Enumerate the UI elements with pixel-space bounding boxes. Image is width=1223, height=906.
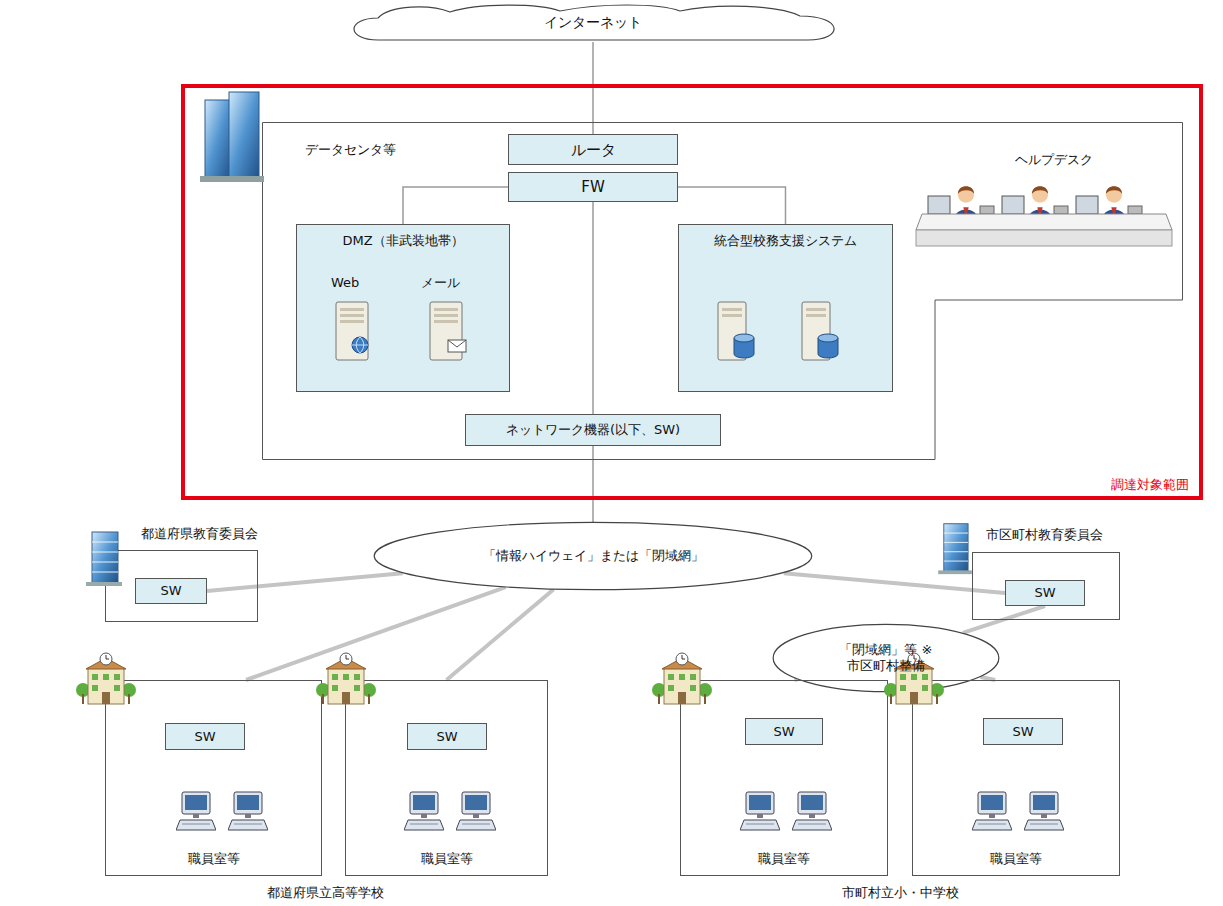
office-building-icon: [86, 532, 122, 586]
switch-box: SW: [1005, 580, 1085, 606]
node-label: 調達対象範囲: [1111, 477, 1189, 493]
pc-icon: [740, 792, 780, 830]
node-label: Web: [331, 275, 359, 291]
network-ellipse: 「閉域網」等 ※市区町村整備: [772, 624, 1000, 692]
node-label: インターネット: [544, 14, 642, 31]
network-switch-box: ネットワーク機器(以下、SW): [465, 414, 721, 446]
node-label: データセンタ等: [305, 142, 396, 158]
node-label: 都道府県教育委員会: [141, 526, 258, 542]
node-label: 「閉域網」等 ※市区町村整備: [826, 642, 946, 673]
node-label: ネットワーク機器(以下、SW): [506, 422, 680, 438]
mail-server-icon: [430, 302, 466, 360]
pc-icon: [792, 792, 832, 830]
node-label: 職員室等: [681, 851, 887, 867]
system-box: 統合型校務支援システム: [678, 224, 893, 392]
node-label: 「情報ハイウェイ」または「閉域網」: [483, 548, 704, 564]
network-ellipse: 「情報ハイウェイ」または「閉域網」: [372, 522, 814, 590]
web-server-icon: [336, 302, 368, 360]
dmz-box: DMZ（非武装地帯） Web メール: [296, 224, 510, 392]
group-caption: 都道府県立高等学校: [267, 884, 384, 902]
school-box: SW 職員室等: [680, 680, 888, 876]
school-icon: [316, 653, 376, 704]
network-line: [403, 187, 508, 224]
node-label: SW: [773, 724, 794, 740]
board-office-box: SW市区町村教育委員会: [972, 552, 1120, 620]
network-line: [447, 589, 554, 680]
node-label: SW: [1034, 585, 1055, 601]
network-line: [592, 202, 594, 414]
node-label: ルータ: [571, 141, 616, 159]
router-box: ルータ: [508, 134, 678, 165]
database-server-icon: [718, 302, 754, 360]
pc-icon: [456, 792, 496, 830]
help-desk: ヘルプデスク: [930, 130, 1178, 295]
node-label: 職員室等: [913, 851, 1119, 867]
data-center-area: ルータ FW DMZ（非武装地帯） Web メール 統合型校務支援システム ヘルプデスクネッ…: [262, 122, 1183, 460]
office-building-icon: [938, 524, 972, 574]
school-icon: [76, 653, 136, 704]
node-label: 職員室等: [346, 851, 547, 867]
board-office-box: SW都道府県教育委員会: [105, 550, 258, 622]
switch-box: SW: [135, 578, 207, 604]
help-desk-illustration: [916, 186, 1172, 246]
node-label: 職員室等: [106, 851, 321, 867]
node-label: 市区町村教育委員会: [986, 527, 1103, 543]
node-label: SW: [1012, 724, 1033, 740]
pc-icon: [228, 792, 268, 830]
network-line: [246, 587, 506, 680]
pc-icon: [176, 792, 216, 830]
switch-box: SW: [983, 718, 1063, 745]
internet-cloud: インターネット: [338, 2, 848, 42]
network-line: [678, 187, 786, 224]
pc-icon: [972, 792, 1012, 830]
node-label: FW: [581, 178, 604, 196]
switch-box: SW: [745, 718, 823, 745]
node-label: 統合型校務支援システム: [679, 233, 892, 249]
firewall-box: FW: [508, 172, 678, 202]
switch-box: SW: [165, 723, 245, 750]
school-icon: [652, 653, 712, 704]
school-box: SW 職員室等: [345, 680, 548, 876]
school-icon: [884, 653, 944, 704]
switch-box: SW: [407, 723, 487, 750]
node-label: メール: [421, 275, 460, 291]
pc-icon: [404, 792, 444, 830]
data-center-outline: [262, 122, 1183, 460]
database-server-icon: [802, 302, 838, 360]
procurement-scope: ルータ FW DMZ（非武装地帯） Web メール 統合型校務支援システム ヘルプデスクネッ…: [181, 84, 1203, 500]
node-label: DMZ（非武装地帯）: [297, 233, 509, 249]
school-box: SW 職員室等: [912, 680, 1120, 876]
network-line: [207, 573, 403, 591]
data-center-building: [200, 92, 264, 182]
node-label: ヘルプデスク: [930, 152, 1178, 168]
node-label: SW: [436, 729, 457, 745]
group-caption: 市町村立小・中学校: [842, 884, 959, 902]
school-box: SW 職員室等: [105, 680, 322, 876]
node-label: SW: [160, 583, 181, 599]
node-label: SW: [194, 729, 215, 745]
network-line: [592, 42, 594, 134]
network-line: [592, 446, 594, 522]
pc-icon: [1024, 792, 1064, 830]
